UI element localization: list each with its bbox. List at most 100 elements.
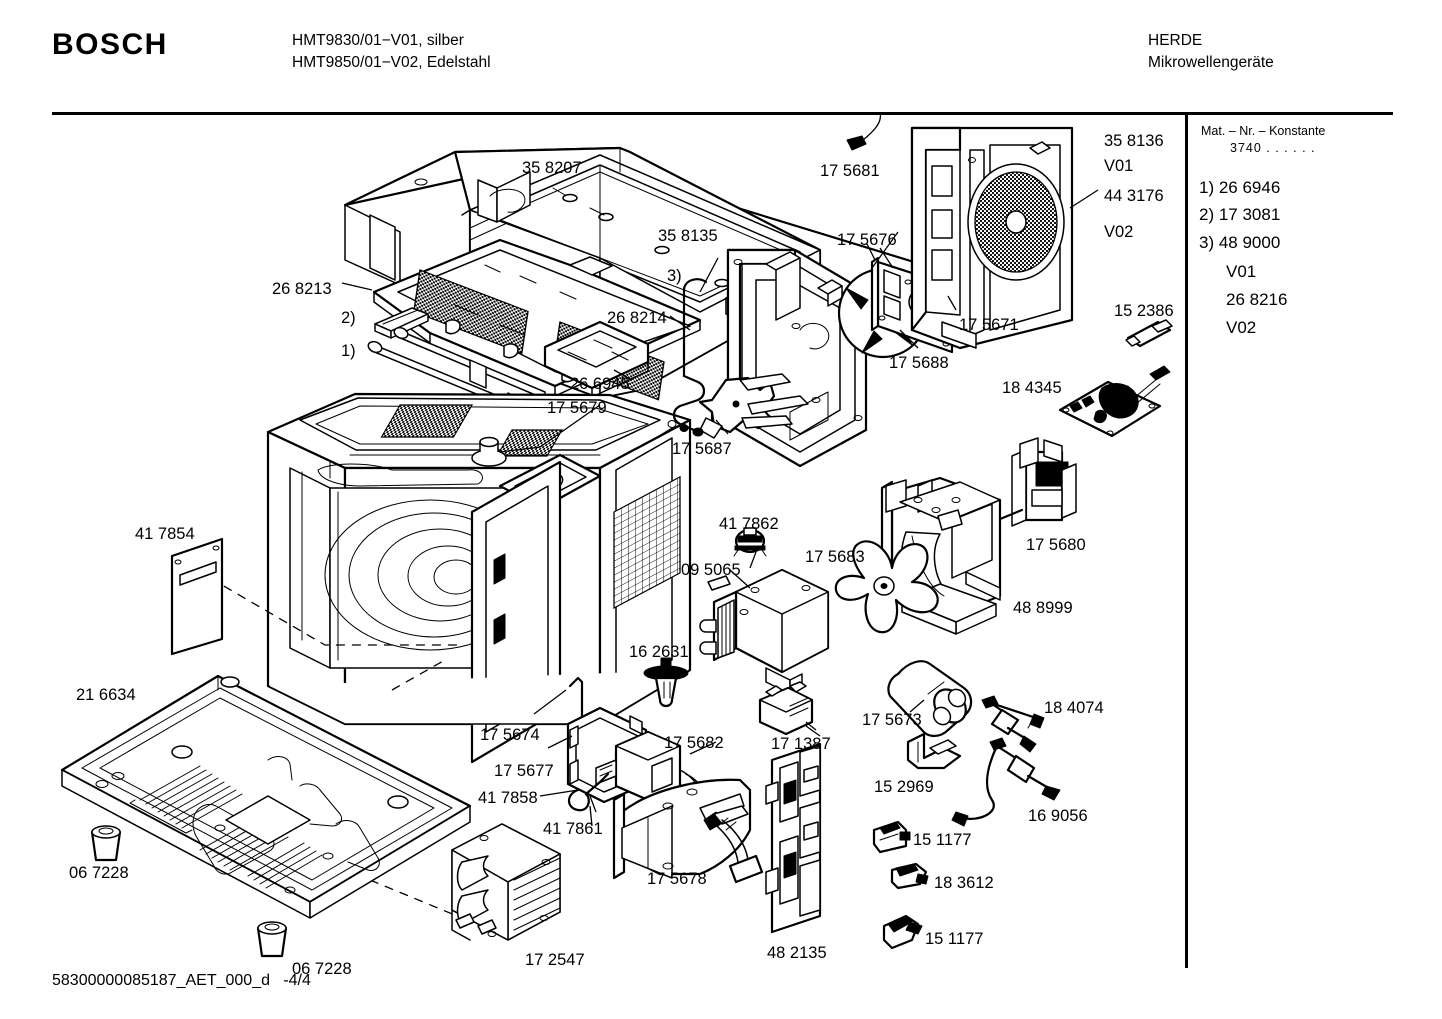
part-175673-capacitor <box>887 660 973 738</box>
constants-row-1: 2) 17 3081 <box>1199 205 1281 224</box>
drawing-footer: 58300000085187_AET_000_d -4/4 <box>52 972 311 989</box>
part-oven-cavity <box>266 392 692 764</box>
part-169056-harness <box>951 737 1061 827</box>
part-label-p358136: 35 8136 <box>1104 132 1164 150</box>
part-067228-foot-b <box>256 921 288 958</box>
part-label-p095065: 09 5065 <box>681 561 741 579</box>
part-label-p358207: 35 8207 <box>522 159 582 177</box>
part-183612-connector <box>890 862 929 890</box>
part-175678-air-duct <box>612 778 764 884</box>
constants-title: Mat. – Nr. – Konstante <box>1201 124 1326 138</box>
part-152969-bracket <box>906 732 962 770</box>
part-label-p175676: 17 5676 <box>837 231 897 249</box>
part-482135-latch-rail <box>765 742 822 934</box>
part-151177-connector-b <box>882 914 923 950</box>
part-175687-fan <box>661 373 809 439</box>
part-label-p175680: 17 5680 <box>1026 536 1086 554</box>
part-label-p162631: 16 2631 <box>629 643 689 661</box>
part-label-p175679: 17 5679 <box>547 399 607 417</box>
frame-vertical-divider <box>1185 112 1188 968</box>
part-label-p184074: 18 4074 <box>1044 699 1104 717</box>
constants-row-0: 1) 26 6946 <box>1199 178 1281 197</box>
constants-row-4: 26 8216 <box>1226 290 1288 309</box>
category-block: HERDE Mikrowellengeräte <box>1148 30 1274 74</box>
part-417862-thermostat <box>733 527 767 557</box>
part-label-p268213: 26 8213 <box>272 280 332 298</box>
category-title: HERDE <box>1148 32 1203 49</box>
part-label-p417854: 41 7854 <box>135 525 195 543</box>
leader-lines <box>341 189 1099 813</box>
part-label-v02a: V02 <box>1104 223 1134 241</box>
part-label-p175683: 17 5683 <box>805 548 865 566</box>
part-175683-fan-blade <box>834 540 939 634</box>
part-175681-clip <box>846 111 882 151</box>
part-label-p175677: 17 5677 <box>494 762 554 780</box>
bosch-logo: BOSCH <box>52 28 168 61</box>
part-358135-panel <box>726 248 868 468</box>
part-266945-bracket <box>543 320 650 398</box>
part-label-p216634: 21 6634 <box>76 686 136 704</box>
part-label-p067228b: 06 7228 <box>292 960 352 978</box>
part-label-p482135: 48 2135 <box>767 944 827 962</box>
model-line-1: HMT9830/01−V01, silber <box>292 32 464 49</box>
part-175680-switch <box>986 437 1077 527</box>
constants-row-5: V02 <box>1226 318 1257 337</box>
part-417858-417861-spring <box>567 772 610 827</box>
part-label-p175681: 17 5681 <box>820 162 880 180</box>
leader-dashed-3 <box>369 879 463 919</box>
part-216634-base-plate <box>60 674 472 919</box>
part-label-p268214: 26 8214 <box>607 309 667 327</box>
part-095065-magnetron <box>699 568 830 695</box>
part-175682-switch-block <box>595 730 712 823</box>
part-label-p175682: 17 5682 <box>664 734 724 752</box>
part-label-p443176: 44 3176 <box>1104 187 1164 205</box>
model-designation-block: HMT9830/01−V01, silber HMT9850/01−V02, E… <box>292 30 491 74</box>
part-label-p184345: 18 4345 <box>1002 379 1062 397</box>
part-label-p417858: 41 7858 <box>478 789 538 807</box>
constants-row-3: V01 <box>1226 262 1257 281</box>
part-label-p175687: 17 5687 <box>672 440 732 458</box>
part-label-p172547: 17 2547 <box>525 951 585 969</box>
part-label-p358135: 35 8135 <box>658 227 718 245</box>
part-label-note2: 2) <box>341 309 356 327</box>
part-184074-hv-diode <box>981 695 1045 753</box>
part-label-v01a: V01 <box>1104 157 1134 175</box>
part-358136-rear-cabinet <box>910 126 1074 350</box>
part-label-note1: 1) <box>341 342 356 360</box>
part-152386-fuse <box>1125 319 1173 348</box>
leader-dashed-1 <box>209 577 462 646</box>
part-label-p488999: 48 8999 <box>1013 599 1073 617</box>
part-label-p067228a: 06 7228 <box>69 864 129 882</box>
category-subtitle: Mikrowellengeräte <box>1148 54 1274 71</box>
part-label-p417862: 41 7862 <box>719 515 779 533</box>
part-label-p152386: 15 2386 <box>1114 302 1174 320</box>
part-label-note3: 3) <box>667 267 682 285</box>
part-label-p175674: 17 5674 <box>480 726 540 744</box>
part-label-p417861: 41 7861 <box>543 820 603 838</box>
constants-subtitle: 3740 . . . . . . <box>1230 141 1316 155</box>
part-label-p175688: 17 5688 <box>889 354 949 372</box>
part-label-p152969: 15 2969 <box>874 778 934 796</box>
part-067228-foot-a <box>90 825 122 862</box>
part-label-p175673: 17 5673 <box>862 711 922 729</box>
part-label-p151177b: 15 1177 <box>925 930 984 948</box>
part-171387-relay <box>758 681 821 737</box>
part-175679-coupler <box>471 436 507 467</box>
part-184345-pcb <box>1058 365 1171 438</box>
part-label-p266945: 26 6945 <box>570 375 630 393</box>
part-172547-transformer <box>451 823 561 941</box>
part-label-p169056: 16 9056 <box>1028 807 1088 825</box>
constants-row-2: 3) 48 9000 <box>1199 233 1281 252</box>
part-label-p151177a: 15 1177 <box>913 831 972 849</box>
leader-dashed-2 <box>391 659 446 691</box>
part-175674-hook <box>533 676 584 736</box>
part-label-p175678: 17 5678 <box>647 870 707 888</box>
part-label-p171387: 17 1387 <box>771 735 831 753</box>
part-151177-connector-a <box>872 820 911 854</box>
model-line-2: HMT9850/01−V02, Edelstahl <box>292 54 491 71</box>
part-label-p183612: 18 3612 <box>934 874 994 892</box>
part-162631-coupler <box>643 657 689 708</box>
frame-top-rule <box>52 112 1393 115</box>
